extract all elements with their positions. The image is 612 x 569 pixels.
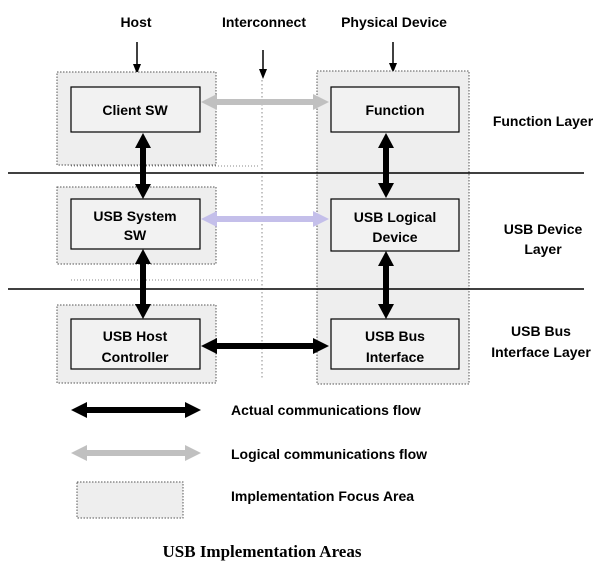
device-pointer-arrow [389, 42, 397, 73]
usb-system-sw-label-line1: USB System [93, 208, 176, 224]
function-label: Function [365, 102, 424, 118]
usb-bus-interface-layer-label-line1: USB Bus [511, 323, 571, 339]
usb-bus-interface-label-line2: Interface [366, 349, 425, 365]
legend-logical-label: Logical communications flow [231, 446, 427, 462]
logical-flow-arrow-function [201, 94, 329, 110]
legend-actual-arrow [71, 402, 201, 418]
usb-logical-device-label-line2: Device [372, 229, 417, 245]
legend-logical-arrow [71, 445, 201, 461]
actual-flow-arrow-device-upper [378, 133, 394, 198]
function-layer-label: Function Layer [493, 113, 594, 129]
actual-flow-arrow-host-upper [135, 133, 151, 199]
legend-focus-area-swatch [76, 481, 184, 519]
usb-device-layer-label-line1: USB Device [504, 221, 583, 237]
logical-flow-arrow-device [201, 211, 329, 227]
usb-host-controller-label-line2: Controller [102, 349, 169, 365]
usb-host-controller-box: USB Host Controller [70, 318, 201, 370]
usb-device-layer-label-line2: Layer [524, 241, 562, 257]
usb-host-controller-label-line1: USB Host [103, 328, 168, 344]
legend-actual-label: Actual communications flow [231, 402, 421, 418]
interconnect-header: Interconnect [222, 14, 306, 30]
interconnect-pointer-arrow [259, 50, 267, 79]
legend-focus-area-label: Implementation Focus Area [231, 488, 414, 504]
actual-flow-arrow-device-lower [378, 251, 394, 319]
client-sw-box: Client SW [70, 86, 201, 133]
function-box: Function [330, 86, 460, 133]
usb-logical-device-label-line1: USB Logical [354, 209, 436, 225]
actual-flow-arrow-host-lower [135, 249, 151, 319]
usb-system-sw-box: USB System SW [70, 198, 201, 250]
actual-flow-arrow-bus [201, 338, 329, 354]
host-pointer-arrow [133, 42, 141, 74]
usb-bus-interface-label-line1: USB Bus [365, 328, 425, 344]
usb-system-sw-label-line2: SW [124, 227, 147, 243]
client-sw-label: Client SW [102, 102, 168, 118]
physical-device-header: Physical Device [341, 14, 447, 30]
figure-caption: USB Implementation Areas [163, 542, 362, 561]
usb-logical-device-box: USB Logical Device [330, 198, 460, 252]
usb-bus-interface-layer-label-line2: Interface Layer [491, 344, 591, 360]
usb-bus-interface-box: USB Bus Interface [330, 318, 460, 370]
host-header: Host [120, 14, 151, 30]
